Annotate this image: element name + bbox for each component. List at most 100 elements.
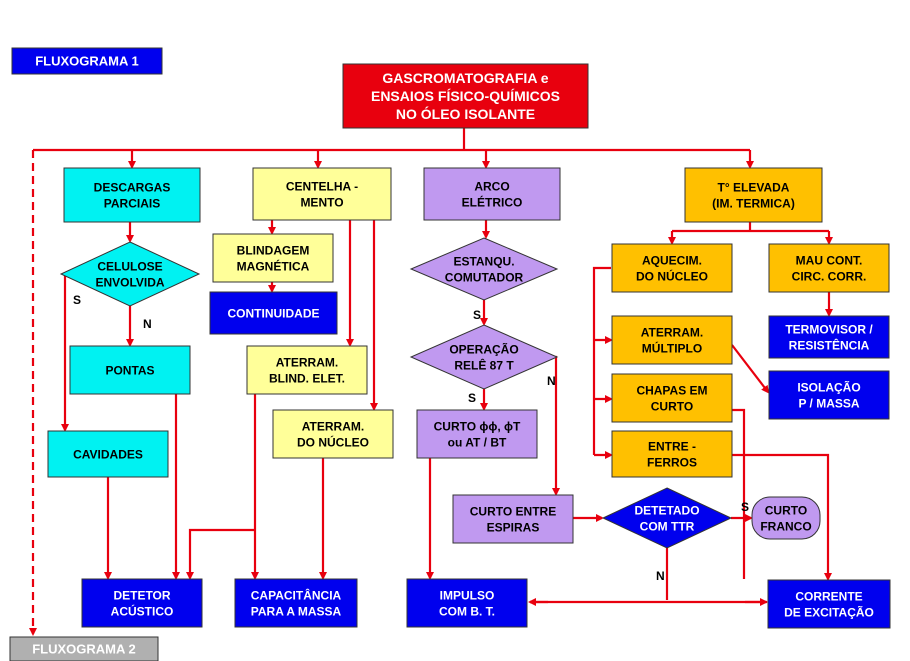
node-shape [611,243,733,293]
node-label: DO NÚCLEO [297,434,369,449]
node-shape [611,373,733,423]
connector-aquecim-left [592,266,611,455]
node-label: DE EXCITAÇÃO [784,604,874,619]
node-label: ACÚSTICO [111,603,174,618]
node-label: BLIND. ELET. [269,371,345,385]
node-label: CELULOSE [97,259,162,273]
connector-multiplo-isolacao [731,344,770,394]
node-label: COM TTR [640,519,695,533]
node-label: P / MASSA [798,396,859,410]
node-label: CENTELHA - [286,179,358,193]
node-label: RELÊ 87 T [454,357,514,372]
node-label: ENTRE - [648,439,696,453]
node-shape [234,578,358,628]
node-continuidade: CONTINUIDADE [209,291,338,335]
node-label: CURTO [765,503,807,517]
node-label: MAU CONT. [796,253,863,267]
node-label: NO ÓLEO ISOLANTE [396,105,535,122]
node-shape [209,291,338,335]
node-shape [611,430,733,478]
node-label: MENTO [300,195,343,209]
node-label: CHAPAS EM [636,383,707,397]
node-aterr-blind: ATERRAM. BLIND. ELET. [246,345,368,395]
node-label: CURTO ENTRE [470,504,556,518]
node-label: ENSAIOS FÍSICO-QUÍMICOS [371,88,560,104]
node-label: DESCARGAS [94,180,171,194]
node-aterr-nucleo: ATERRAM.DO NÚCLEO [272,409,394,459]
node-main: GASCROMATOGRAFIA e ENSAIOS FÍSICO-QUÍMICO… [342,63,589,129]
branch-label-s4: S [741,500,749,514]
node-estanqu: ESTANQU.COMUTADOR [409,237,559,301]
node-shape [252,167,392,221]
node-televada: T° ELEVADA (IM. TERMICA) [684,167,823,223]
node-label: OPERAÇÃO [449,341,518,356]
node-label: ATERRAM. [302,419,364,433]
node-label: CORRENTE [795,589,862,603]
node-label: TERMOVISOR / [785,322,873,336]
node-shape [768,370,890,420]
node-label: ATERRAM. [276,355,338,369]
node-label: ESTANQU. [453,254,514,268]
node-centelhamento: CENTELHA - MENTO [252,167,392,221]
node-shape [63,167,201,223]
node-label: GASCROMATOGRAFIA e [382,70,548,86]
node-label: MÚLTIPLO [642,340,702,355]
branch-label-n1: N [143,317,152,331]
node-label: DETETOR [113,588,170,602]
node-label: FRANCO [760,519,811,533]
node-label: RESISTÊNCIA [789,337,870,352]
node-fluxograma2: FLUXOGRAMA 2 [9,636,159,661]
node-label: CIRC. CORR. [792,269,867,283]
branch-label-n3: N [656,569,665,583]
node-label: FLUXOGRAMA 2 [32,642,136,657]
node-label: CAVIDADES [73,447,143,461]
node-label: IMPULSO [440,588,495,602]
node-label: ou AT / BT [448,435,507,449]
node-shape [246,345,368,395]
node-shape [767,579,891,629]
node-shape [751,496,821,540]
node-label: PONTAS [105,363,154,377]
node-shape [9,636,159,661]
connector-lines [29,128,833,636]
node-pontas: PONTAS [69,345,191,395]
node-shape [47,430,169,478]
node-curto-franco: CURTO FRANCO [751,496,821,540]
node-detetado: DETETADO COM TTR [601,487,733,549]
node-shape [69,345,191,395]
node-label: DETETADO [634,503,699,517]
node-label: (IM. TERMICA) [712,196,795,210]
node-label: FERROS [647,455,697,469]
node-shape [409,237,559,301]
node-label: ARCO [474,179,509,193]
node-label: FLUXOGRAMA 1 [35,54,139,69]
node-shape [611,315,733,365]
node-shape [272,409,394,459]
node-label: PARA A MASSA [251,604,342,618]
branch-label-n2: N [547,374,556,388]
node-shape [423,167,561,221]
node-label: T° ELEVADA [718,180,790,194]
node-label: COM B. T. [439,604,495,618]
node-shape [406,578,528,628]
node-label: CONTINUIDADE [228,306,320,320]
connector-blind-detetor [186,528,255,580]
node-shape [452,494,574,544]
node-label: ENVOLVIDA [95,275,164,289]
node-fluxograma1: FLUXOGRAMA 1 [11,47,163,75]
node-aterr-multiplo: ATERRAM.MÚLTIPLO [611,315,733,365]
node-shape [409,324,559,390]
node-celulose: CELULOSE ENVOLVIDA [59,241,201,307]
connector-entre-ferros-corrente [732,453,832,581]
branch-label-s2: S [473,308,481,322]
node-label: ATERRAM. [641,325,703,339]
